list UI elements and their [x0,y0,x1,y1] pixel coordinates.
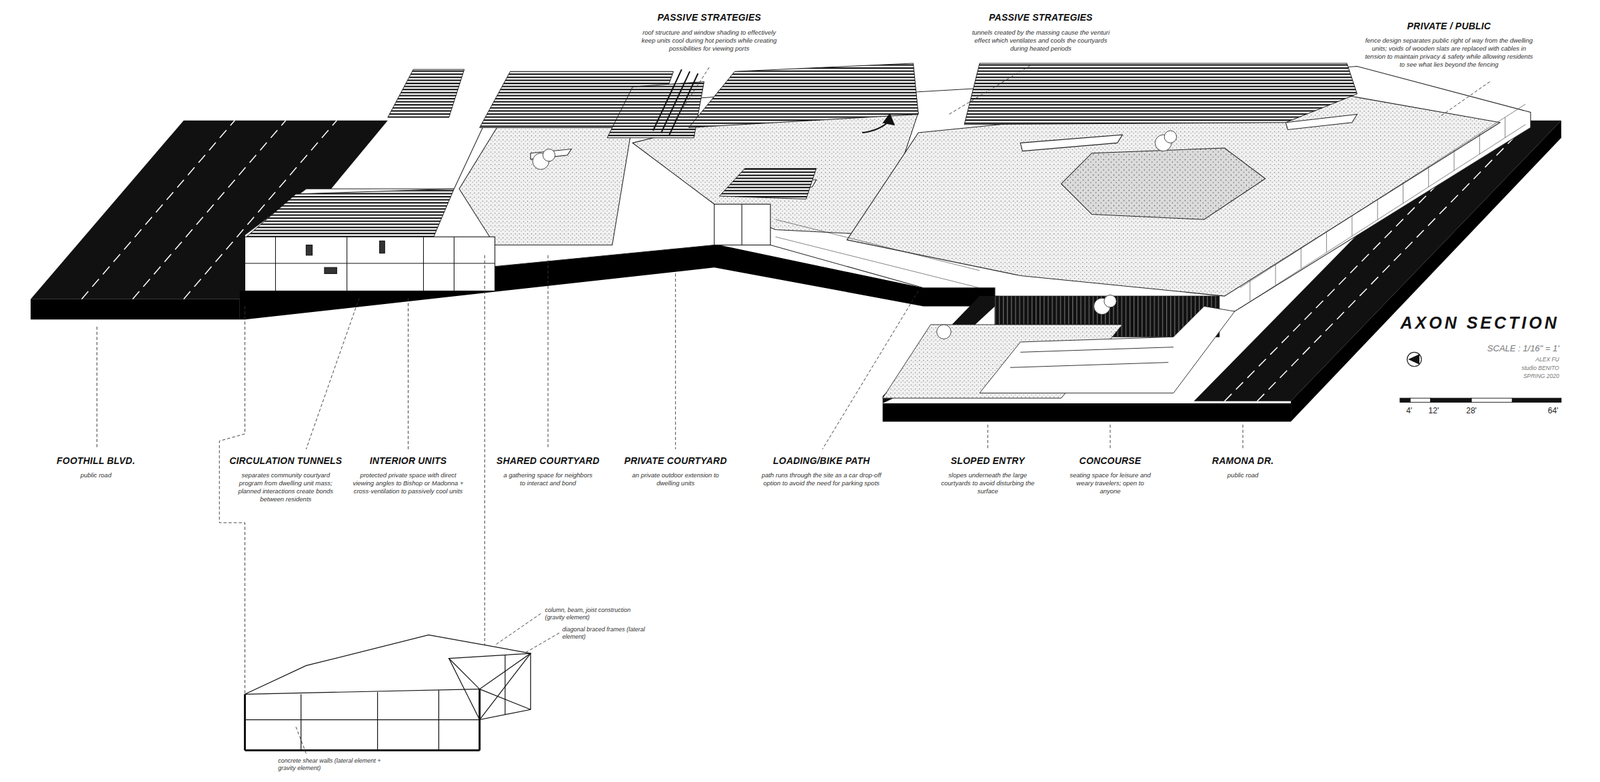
callout-heading: FOOTHILL BLVD. [56,455,136,466]
airflow-arrow [653,69,894,135]
callout-heading: LOADING/BIKE PATH [773,455,870,466]
leader-line [96,65,1490,754]
callout-note: public road [55,471,138,480]
structure-note: concrete shear walls (lateral element + … [277,757,396,773]
fence [775,103,1526,308]
drawing-title: AXON SECTION [1400,313,1559,333]
tree [532,130,1177,339]
callout-heading: PRIVATE COURTYARD [624,455,728,466]
section-cut-ground [882,403,1292,422]
callout-heading: PASSIVE STRATEGIES [657,11,762,23]
credit-note: studio BENITO [1521,364,1560,372]
unit-section [245,203,772,291]
callout-heading: RAMONA DR. [1212,455,1274,466]
structure-note: diagonal braced frames (lateral element) [562,625,649,642]
callout-heading: CONCOURSE [1079,455,1142,466]
callout-note: seating space for leisure and weary trav… [1065,471,1156,496]
callout-note: an private outdoor extension to dwelling… [628,471,723,488]
scale-note: SCALE : 1/16" = 1' [1487,343,1560,354]
callout-heading: SHARED COURTYARD [496,455,600,466]
callout-note: roof structure and window shading to eff… [637,28,781,53]
striped-roof [242,63,1357,240]
callout-heading: PRIVATE / PUBLIC [1407,20,1492,32]
scale-bar [1400,397,1562,402]
callout-note: path runs through the site as a car drop… [755,471,888,488]
scale-number: 64' [1548,405,1559,416]
callout-heading: CIRCULATION TUNNELS [229,455,342,466]
scale-number: 12' [1428,405,1440,416]
scale-number: 28' [1466,405,1477,416]
callout-heading: SLOPED ENTRY [950,455,1025,466]
structure-note: column, beam, joist construction (gravit… [545,606,640,622]
callout-heading: INTERIOR UNITS [369,455,448,466]
callout-note: a gathering space for neighbors to inter… [503,471,594,488]
credit-note: ALEX FU [1535,355,1559,363]
structure-detail [245,634,532,750]
callout-note: public road [1202,471,1285,480]
credit-note: SPRING 2020 [1523,372,1560,380]
callout-note: slopes underneath the large courtyards t… [940,471,1035,496]
north-arrow [1407,351,1422,366]
callout-note: protected private space with direct view… [351,471,464,496]
callout-note: fence design separates public right of w… [1364,36,1534,69]
concourse [882,295,1235,398]
callout-heading: PASSIVE STRATEGIES [988,11,1093,23]
scale-number: 4' [1406,405,1413,416]
callout-note: tunnels created by the massing cause the… [972,28,1111,53]
callout-note: separates community courtyard program fr… [230,471,341,504]
